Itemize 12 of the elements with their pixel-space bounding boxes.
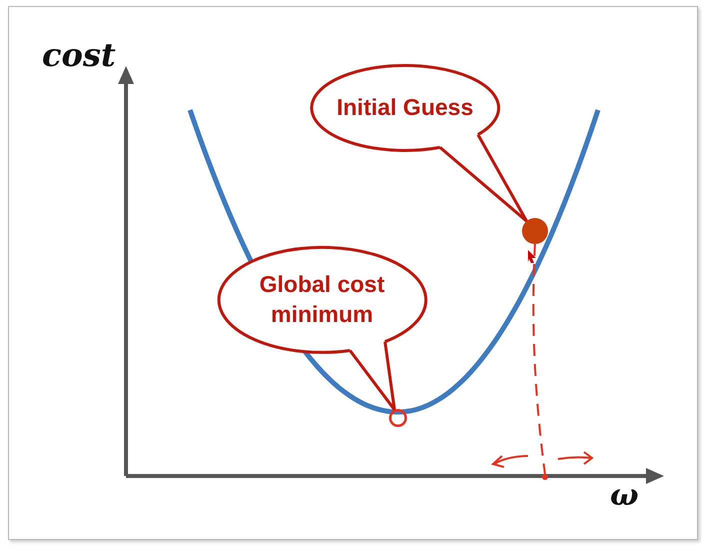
bubble-pointer bbox=[438, 133, 528, 223]
axis-label: ω bbox=[610, 478, 639, 513]
speech-bubble bbox=[217, 246, 427, 354]
leader-line bbox=[532, 244, 546, 474]
callout-text: Initial Guess bbox=[336, 93, 474, 122]
minimum-marker bbox=[389, 409, 407, 427]
speech-bubble bbox=[310, 64, 500, 152]
bubble-pointer bbox=[348, 340, 396, 412]
callout-text: Global cost minimum bbox=[258, 270, 386, 329]
axis-label: cost bbox=[42, 36, 116, 74]
guess-dot bbox=[522, 218, 548, 244]
axis-point bbox=[542, 474, 548, 480]
